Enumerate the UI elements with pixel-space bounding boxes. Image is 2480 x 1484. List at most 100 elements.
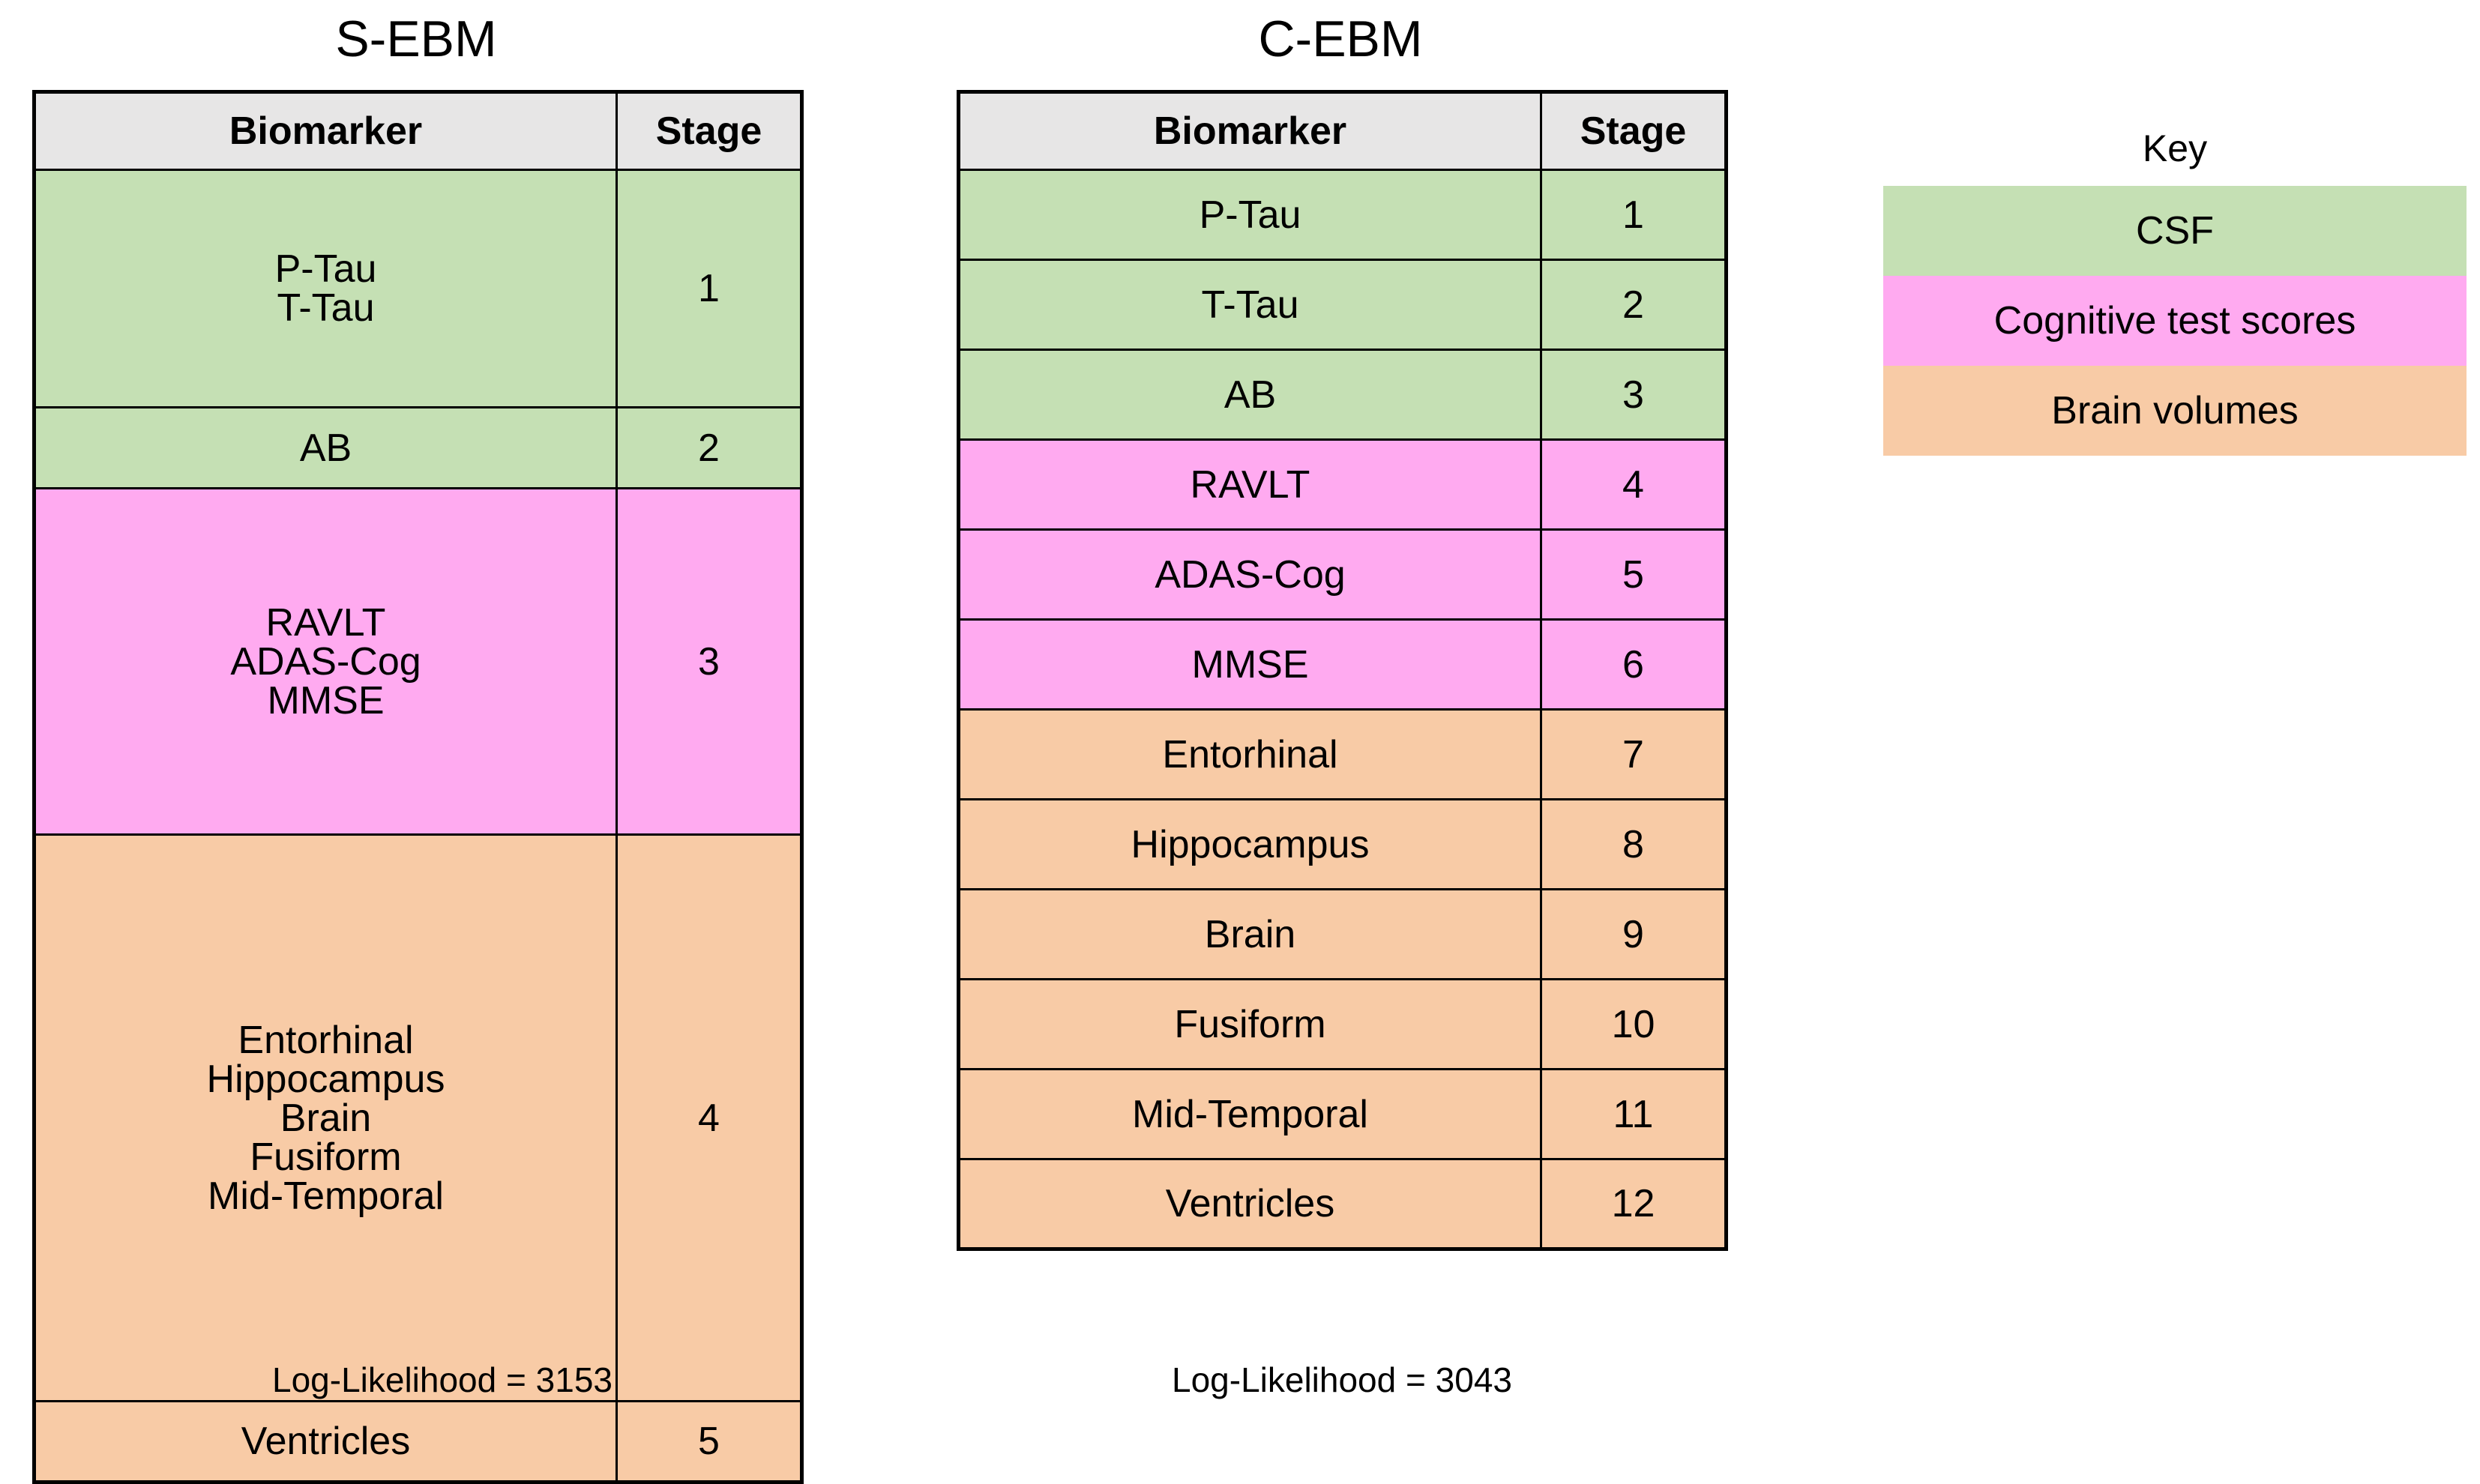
key-entry-vol: Brain volumes xyxy=(1883,366,2467,456)
key-entry-label: Brain volumes xyxy=(2051,389,2299,432)
table-header-row: Biomarker Stage xyxy=(957,91,1727,171)
column-header-biomarker: Biomarker xyxy=(957,91,1542,171)
biomarker-cell: Ventricles xyxy=(33,1400,618,1483)
biomarker-list: P-Tau xyxy=(960,185,1540,245)
table-row: MMSE 6 xyxy=(957,618,1727,711)
biomarker-label: RAVLT xyxy=(265,600,386,645)
column-header-stage: Stage xyxy=(616,91,803,171)
stage-cell: 4 xyxy=(616,833,803,1402)
key-entry-label: CSF xyxy=(2136,209,2214,253)
stage-cell: 3 xyxy=(616,487,803,836)
column-header-biomarker: Biomarker xyxy=(33,91,618,171)
biomarker-label: MMSE xyxy=(1191,642,1309,687)
biomarker-list: T-Tau xyxy=(960,275,1540,335)
biomarker-cell: Ventricles xyxy=(957,1158,1542,1250)
stage-cell: 9 xyxy=(1540,888,1727,980)
biomarker-label: P-Tau xyxy=(1199,193,1301,237)
biomarker-label: Entorhinal xyxy=(238,1018,414,1062)
loglikelihood-caption-cebm: Log-Likelihood = 3043 xyxy=(1172,1360,1512,1399)
biomarker-list: Hippocampus xyxy=(960,815,1540,875)
loglikelihood-caption-sebm: Log-Likelihood = 3153 xyxy=(272,1360,613,1399)
biomarker-list: Brain xyxy=(960,905,1540,965)
biomarker-cell: Mid-Temporal xyxy=(957,1068,1542,1160)
biomarker-label: AB xyxy=(1224,372,1277,417)
stage-cell: 6 xyxy=(1540,618,1727,711)
table-row: Ventricles 5 xyxy=(33,1400,803,1483)
biomarker-label: ADAS-Cog xyxy=(1155,552,1346,597)
stage-cell: 5 xyxy=(616,1400,803,1483)
biomarker-label: Ventricles xyxy=(1165,1182,1335,1225)
biomarker-label: Mid-Temporal xyxy=(208,1174,444,1218)
biomarker-list: RAVLT xyxy=(960,455,1540,515)
biomarker-label: MMSE xyxy=(267,678,385,723)
biomarker-cell: Brain xyxy=(957,888,1542,980)
biomarker-list: Mid-Temporal xyxy=(960,1085,1540,1144)
stage-cell: 2 xyxy=(616,406,803,489)
biomarker-cell: RAVLT xyxy=(957,438,1542,531)
stage-cell: 11 xyxy=(1540,1068,1727,1160)
stage-cell: 7 xyxy=(1540,708,1727,800)
column-header-stage: Stage xyxy=(1540,91,1727,171)
biomarker-list: ADAS-Cog xyxy=(960,545,1540,605)
biomarker-label: ADAS-Cog xyxy=(230,639,421,684)
biomarker-label: Entorhinal xyxy=(1162,732,1338,776)
biomarker-list: AB xyxy=(960,365,1540,425)
biomarker-cell: T-Tau xyxy=(957,259,1542,351)
biomarker-cell: Hippocampus xyxy=(957,798,1542,890)
table-row: Mid-Temporal 11 xyxy=(957,1068,1727,1160)
stage-cell: 2 xyxy=(1540,259,1727,351)
key-title: Key xyxy=(2142,127,2208,169)
key-entry-csf: CSF xyxy=(1883,186,2467,276)
biomarker-label: T-Tau xyxy=(277,286,375,330)
biomarker-cell: MMSE xyxy=(957,618,1542,711)
biomarker-list: Ventricles xyxy=(960,1174,1540,1234)
biomarker-label: RAVLT xyxy=(1190,462,1310,507)
biomarker-cell: Fusiform xyxy=(957,978,1542,1070)
table-row: Brain 9 xyxy=(957,888,1727,980)
biomarker-cell: Entorhinal xyxy=(957,708,1542,800)
stage-cell: 8 xyxy=(1540,798,1727,890)
table-row: RAVLT 4 xyxy=(957,438,1727,531)
biomarker-list: MMSE xyxy=(960,635,1540,695)
biomarker-label: Brain xyxy=(280,1096,372,1140)
table-row: Hippocampus 8 xyxy=(957,798,1727,890)
table-row: T-Tau 2 xyxy=(957,259,1727,351)
biomarker-label: AB xyxy=(299,426,352,470)
biomarker-cell: AB xyxy=(33,406,618,489)
biomarker-label: Ventricles xyxy=(241,1420,411,1463)
biomarker-list: AB xyxy=(36,418,616,478)
biomarker-label: T-Tau xyxy=(1201,283,1299,327)
biomarker-label: Brain xyxy=(1204,912,1296,956)
biomarker-cell: AB xyxy=(957,349,1542,441)
biomarker-label: Fusiform xyxy=(1174,1002,1326,1046)
key-entry-label: Cognitive test scores xyxy=(1993,299,2356,343)
stage-cell: 5 xyxy=(1540,528,1727,621)
biomarker-label: Fusiform xyxy=(250,1135,402,1179)
panel-title-sebm: S-EBM xyxy=(335,10,497,67)
stage-cell: 4 xyxy=(1540,438,1727,531)
biomarker-label: Mid-Temporal xyxy=(1132,1092,1368,1136)
key-entry-cog: Cognitive test scores xyxy=(1883,276,2467,366)
biomarker-label: P-Tau xyxy=(274,247,377,291)
biomarker-label: Hippocampus xyxy=(1131,822,1370,866)
biomarker-list: Fusiform xyxy=(960,995,1540,1055)
table-row: ADAS-Cog 5 xyxy=(957,528,1727,621)
